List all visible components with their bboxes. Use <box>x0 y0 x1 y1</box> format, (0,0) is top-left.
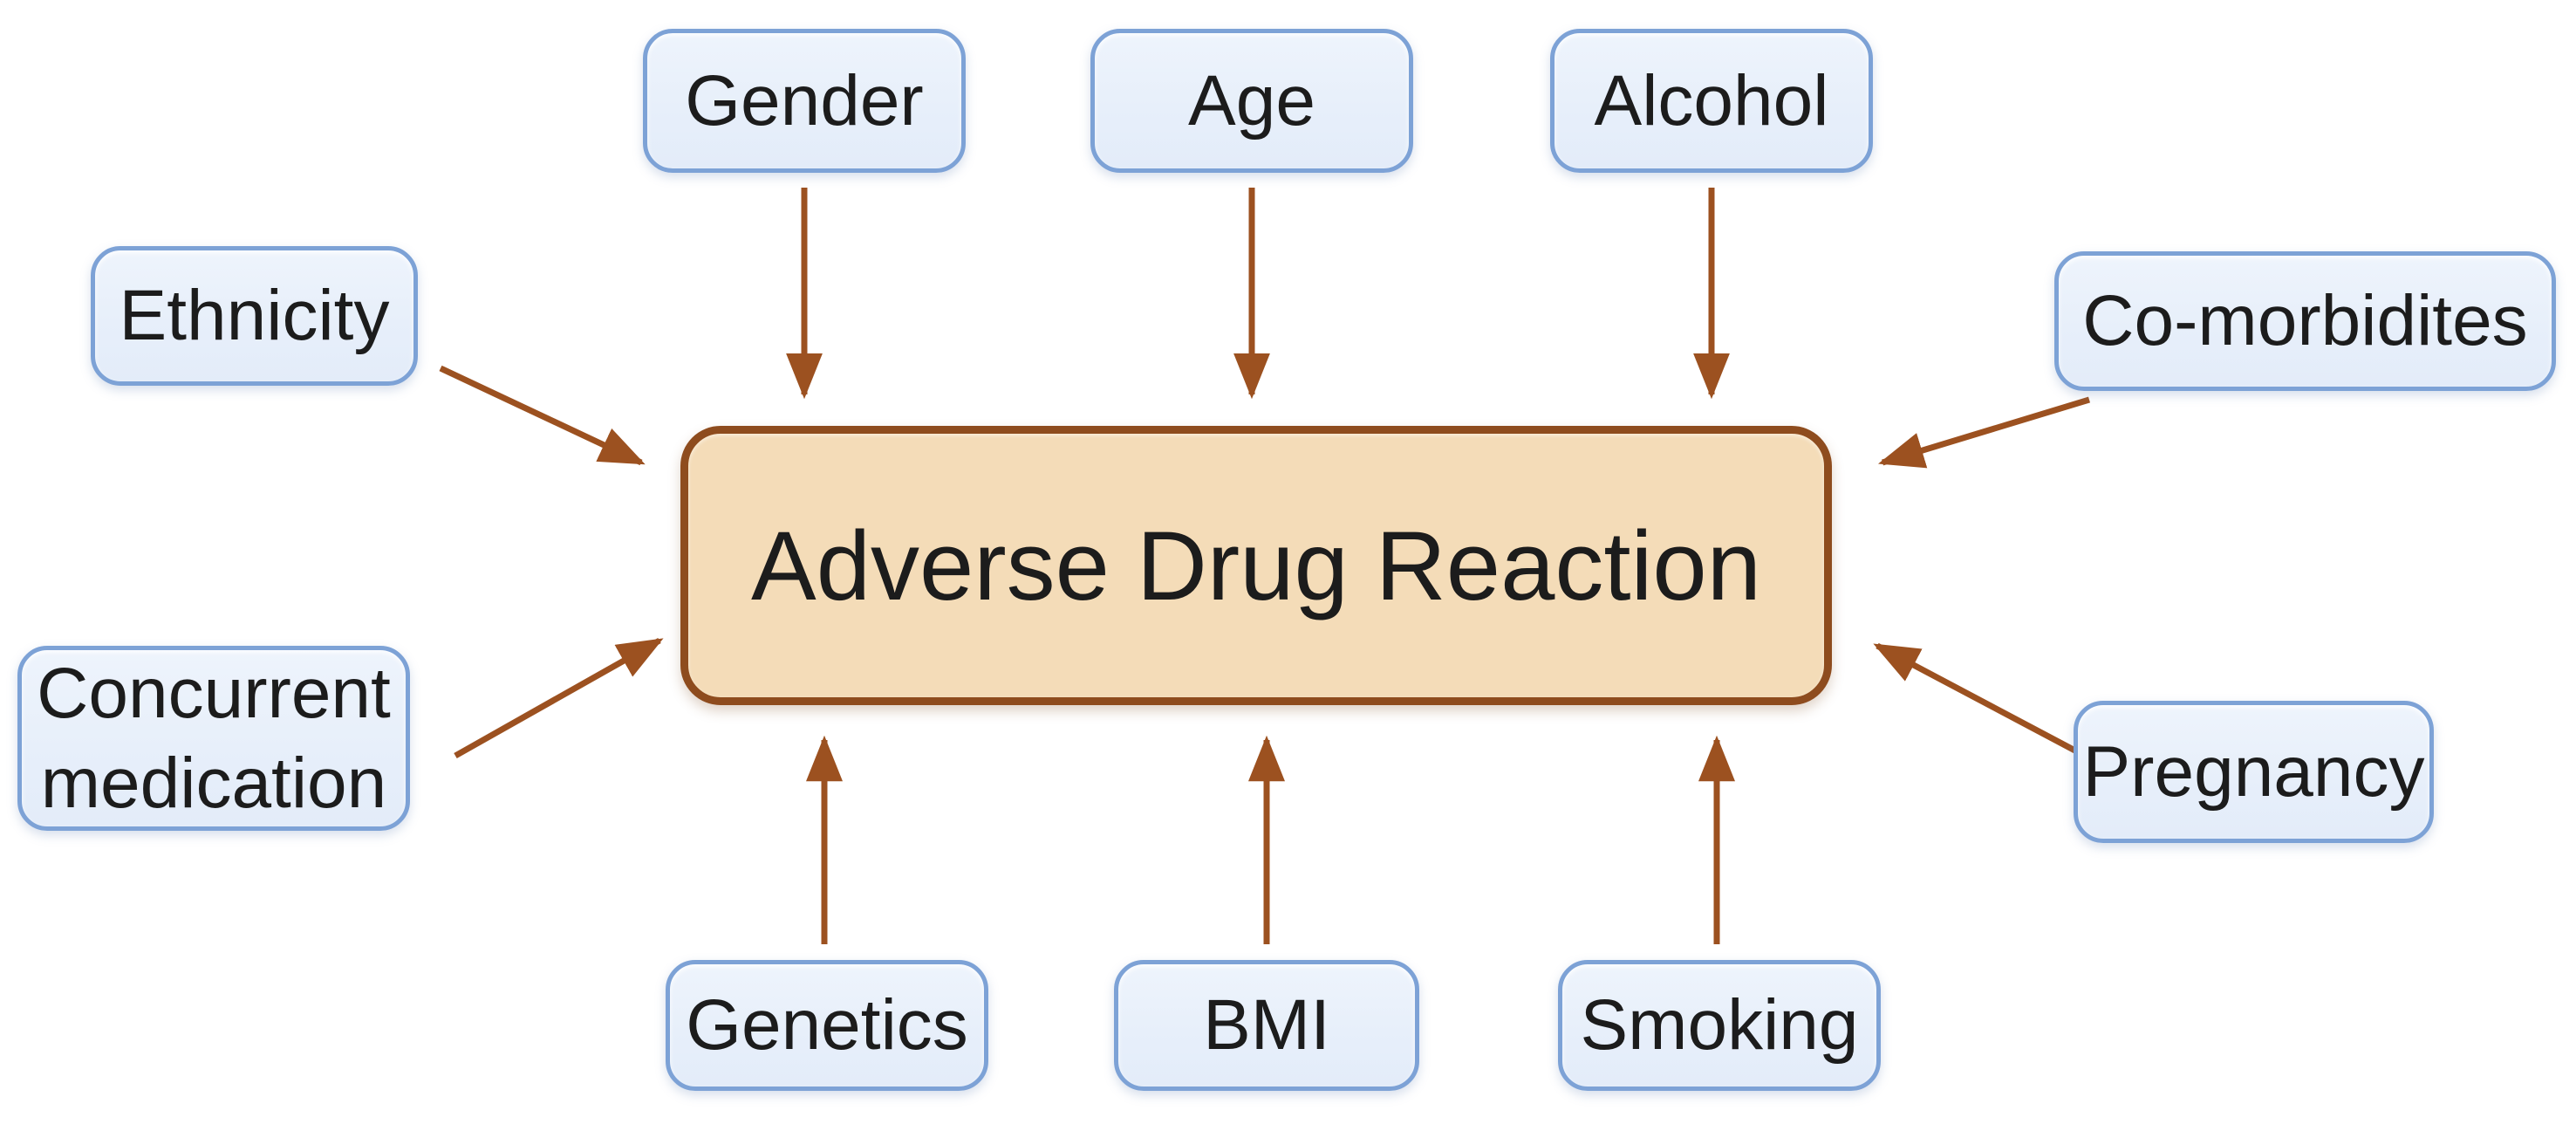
node-bmi-label: BMI <box>1203 985 1330 1066</box>
node-age: Age <box>1090 29 1413 173</box>
node-co-morbidites-label: Co-morbidites <box>2082 281 2528 361</box>
arrow-ethnicity-to-center <box>439 365 646 466</box>
node-genetics: Genetics <box>666 960 988 1091</box>
node-alcohol: Alcohol <box>1550 29 1873 173</box>
node-adverse-drug-reaction: Adverse Drug Reaction <box>680 426 1832 705</box>
node-age-label: Age <box>1188 60 1315 141</box>
node-genetics-label: Genetics <box>686 985 968 1066</box>
node-smoking: Smoking <box>1558 960 1881 1091</box>
node-gender: Gender <box>643 29 966 173</box>
arrow-concurrent-medication-to-center <box>454 637 664 759</box>
node-ethnicity: Ethnicity <box>91 246 418 386</box>
node-co-morbidites: Co-morbidites <box>2054 251 2556 391</box>
arrow-co-morbidites-to-center <box>1877 396 2091 469</box>
node-pregnancy-label: Pregnancy <box>2082 731 2425 812</box>
node-bmi: BMI <box>1114 960 1419 1091</box>
node-pregnancy: Pregnancy <box>2074 701 2434 843</box>
node-ethnicity-label: Ethnicity <box>119 276 390 356</box>
arrow-pregnancy-to-center <box>1873 642 2087 759</box>
node-concurrent-medication: Concurrent medication <box>17 646 410 831</box>
node-concurrent-medication-label: Concurrent medication <box>37 653 391 823</box>
node-alcohol-label: Alcohol <box>1594 60 1829 141</box>
node-gender-label: Gender <box>685 60 924 141</box>
node-smoking-label: Smoking <box>1580 985 1859 1066</box>
node-adverse-drug-reaction-label: Adverse Drug Reaction <box>751 511 1761 620</box>
